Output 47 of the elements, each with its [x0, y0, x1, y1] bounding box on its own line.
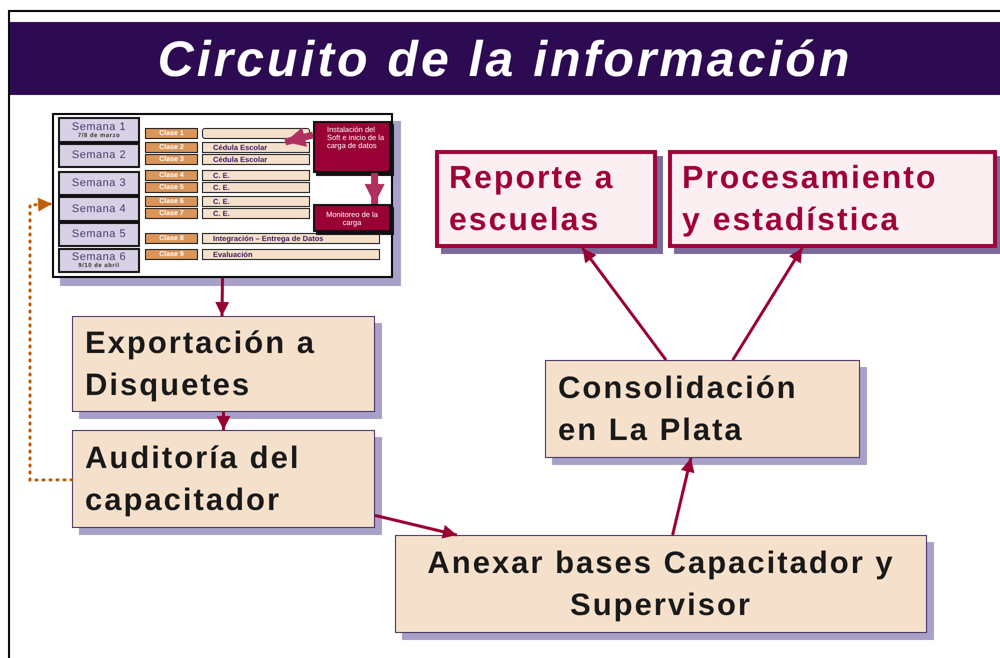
- topic-cell: [202, 233, 380, 244]
- week-label: Semana 3: [72, 177, 126, 190]
- process-label: Auditoría del capacitador: [85, 439, 302, 519]
- output-label: Reporte a escuelas: [449, 158, 616, 239]
- callout-box: [313, 121, 391, 173]
- arrow: [284, 127, 314, 147]
- week-label: Semana 5: [72, 228, 126, 241]
- class-cell: [145, 208, 198, 219]
- output-label: Procesamiento y estadística: [682, 158, 938, 239]
- class-cell: [145, 128, 198, 139]
- arrow: [215, 278, 230, 316]
- topic-cell: [202, 249, 380, 260]
- class-cell: [145, 142, 198, 153]
- week-label: Semana 6: [72, 251, 126, 264]
- week-label: Semana 4: [72, 202, 126, 216]
- class-cell: [145, 170, 198, 181]
- topic-cell: [202, 142, 310, 153]
- process-label: Exportación a Disquetes: [85, 324, 317, 404]
- arrow: [216, 412, 230, 430]
- class-cell: [145, 249, 198, 260]
- week-label: Semana 2: [72, 149, 126, 162]
- arrow: [671, 458, 694, 536]
- class-cell: [145, 196, 198, 207]
- class-cell: [145, 182, 198, 193]
- week-cell: [58, 171, 140, 196]
- title: Circuito de la información: [158, 30, 852, 88]
- topic-cell: [202, 182, 310, 193]
- week-cell: [58, 222, 140, 247]
- process-label: Consolidación en La Plata: [558, 369, 799, 449]
- arrow: [732, 247, 804, 361]
- week-cell: [58, 143, 140, 168]
- process-label: Anexar bases Capacitador y Supervisor: [426, 544, 896, 624]
- week-label: Semana 1: [72, 120, 126, 133]
- class-cell: [145, 233, 198, 244]
- topic-cell: [202, 170, 310, 181]
- arrow: [374, 514, 458, 539]
- week-cell: [58, 196, 140, 222]
- topic-cell: [202, 196, 310, 207]
- topic-cell: [202, 208, 310, 219]
- callout-box: [313, 204, 391, 232]
- arrow: [364, 173, 385, 204]
- class-cell: [145, 154, 198, 165]
- arrow: [581, 247, 668, 361]
- week-cell: [58, 117, 140, 143]
- week-cell: [58, 248, 140, 273]
- arrow: [28, 198, 74, 482]
- topic-cell: [202, 154, 310, 165]
